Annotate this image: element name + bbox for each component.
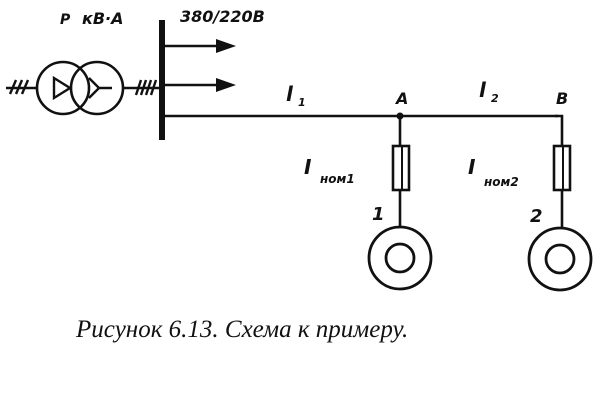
line2-subscript: 2 xyxy=(491,92,499,105)
transformer-secondary-winding xyxy=(69,60,125,116)
main-line xyxy=(162,114,564,128)
line1-subscript: 1 xyxy=(298,96,306,109)
line1-label: l xyxy=(286,82,294,106)
fuse1-current-subscript: ном1 xyxy=(320,172,355,186)
fuse2-current-subscript: ном2 xyxy=(484,175,519,189)
node-b-label: B xyxy=(556,89,568,108)
motor-1-outer xyxy=(367,225,433,291)
incoming-line xyxy=(6,79,38,95)
motor-1-inner xyxy=(384,242,416,274)
delta-symbol xyxy=(52,75,73,101)
transformer-primary-winding xyxy=(35,60,91,116)
figure-caption: Рисунок 6.13. Схема к примеру. xyxy=(75,316,408,343)
power-label-p: P xyxy=(60,12,71,28)
power-label-kva: кВ·А xyxy=(82,9,124,28)
transformer xyxy=(35,60,125,116)
voltage-label: 380/220В xyxy=(180,7,265,26)
motor-1-number: 1 xyxy=(372,204,385,225)
transformer-to-bus-line xyxy=(123,79,160,96)
motor-2-number: 2 xyxy=(530,206,543,227)
motor-2-inner xyxy=(544,243,576,275)
motor-2-outer xyxy=(527,226,593,292)
node-a-label: A xyxy=(394,89,408,108)
fuse2-current-label: I xyxy=(468,155,476,179)
wye-symbol xyxy=(88,77,112,99)
outgoing-feeders xyxy=(162,39,236,92)
line2-label: l xyxy=(479,78,487,102)
branch-1 xyxy=(367,116,433,291)
fuse1-current-label: I xyxy=(304,155,312,179)
branch-2 xyxy=(527,128,593,292)
